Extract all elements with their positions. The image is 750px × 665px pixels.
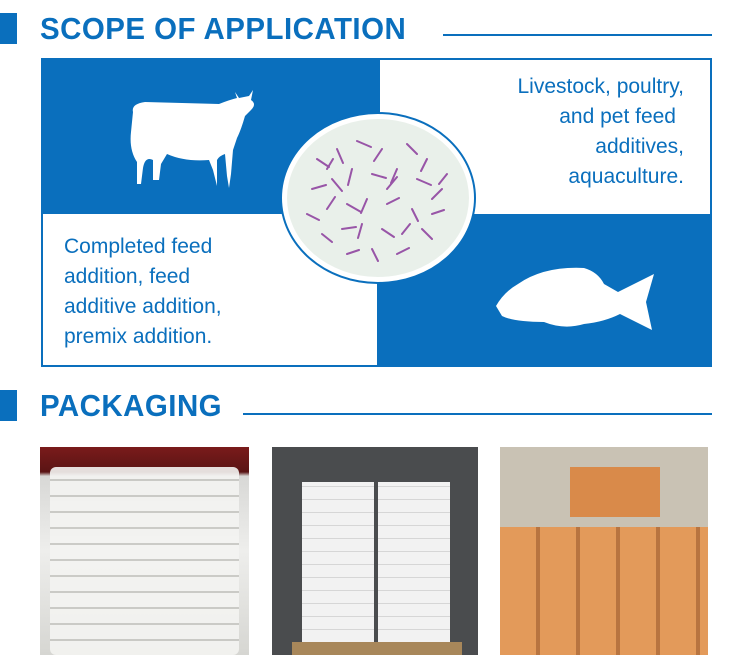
- feed-tile: Completed feed addition, feed additive a…: [43, 214, 377, 367]
- text-line: addition, feed: [64, 265, 191, 288]
- bacteria-micrograph: [287, 119, 469, 277]
- text-line: Completed feed: [64, 235, 213, 258]
- text-line: Livestock, poultry,: [517, 75, 684, 98]
- feed-text: Completed feed addition, feed additive a…: [64, 232, 222, 352]
- packaging-title: PACKAGING: [40, 388, 223, 423]
- text-line: premix addition.: [64, 325, 213, 348]
- text-line: aquaculture.: [568, 165, 684, 188]
- title-divider: [443, 34, 712, 36]
- bacteria-image-frame: [280, 112, 476, 284]
- section-accent-bar: [0, 390, 17, 421]
- livestock-text: Livestock, poultry, and pet feed additiv…: [517, 72, 684, 192]
- container-pallets-photo: [272, 447, 478, 655]
- fiber-drums-photo: [500, 447, 708, 655]
- scope-panel: Livestock, poultry, and pet feed additiv…: [41, 58, 712, 367]
- cow-icon: [130, 90, 254, 188]
- text-line: and pet feed: [559, 105, 676, 128]
- text-line: additive addition,: [64, 295, 222, 318]
- fish-icon: [496, 267, 654, 330]
- section-accent-bar: [0, 13, 17, 44]
- scope-title: SCOPE OF APPLICATION: [40, 11, 407, 46]
- text-line: additives,: [595, 135, 684, 158]
- livestock-tile: Livestock, poultry, and pet feed additiv…: [380, 60, 712, 214]
- bagged-stack-photo: [40, 447, 249, 655]
- title-divider: [243, 413, 712, 415]
